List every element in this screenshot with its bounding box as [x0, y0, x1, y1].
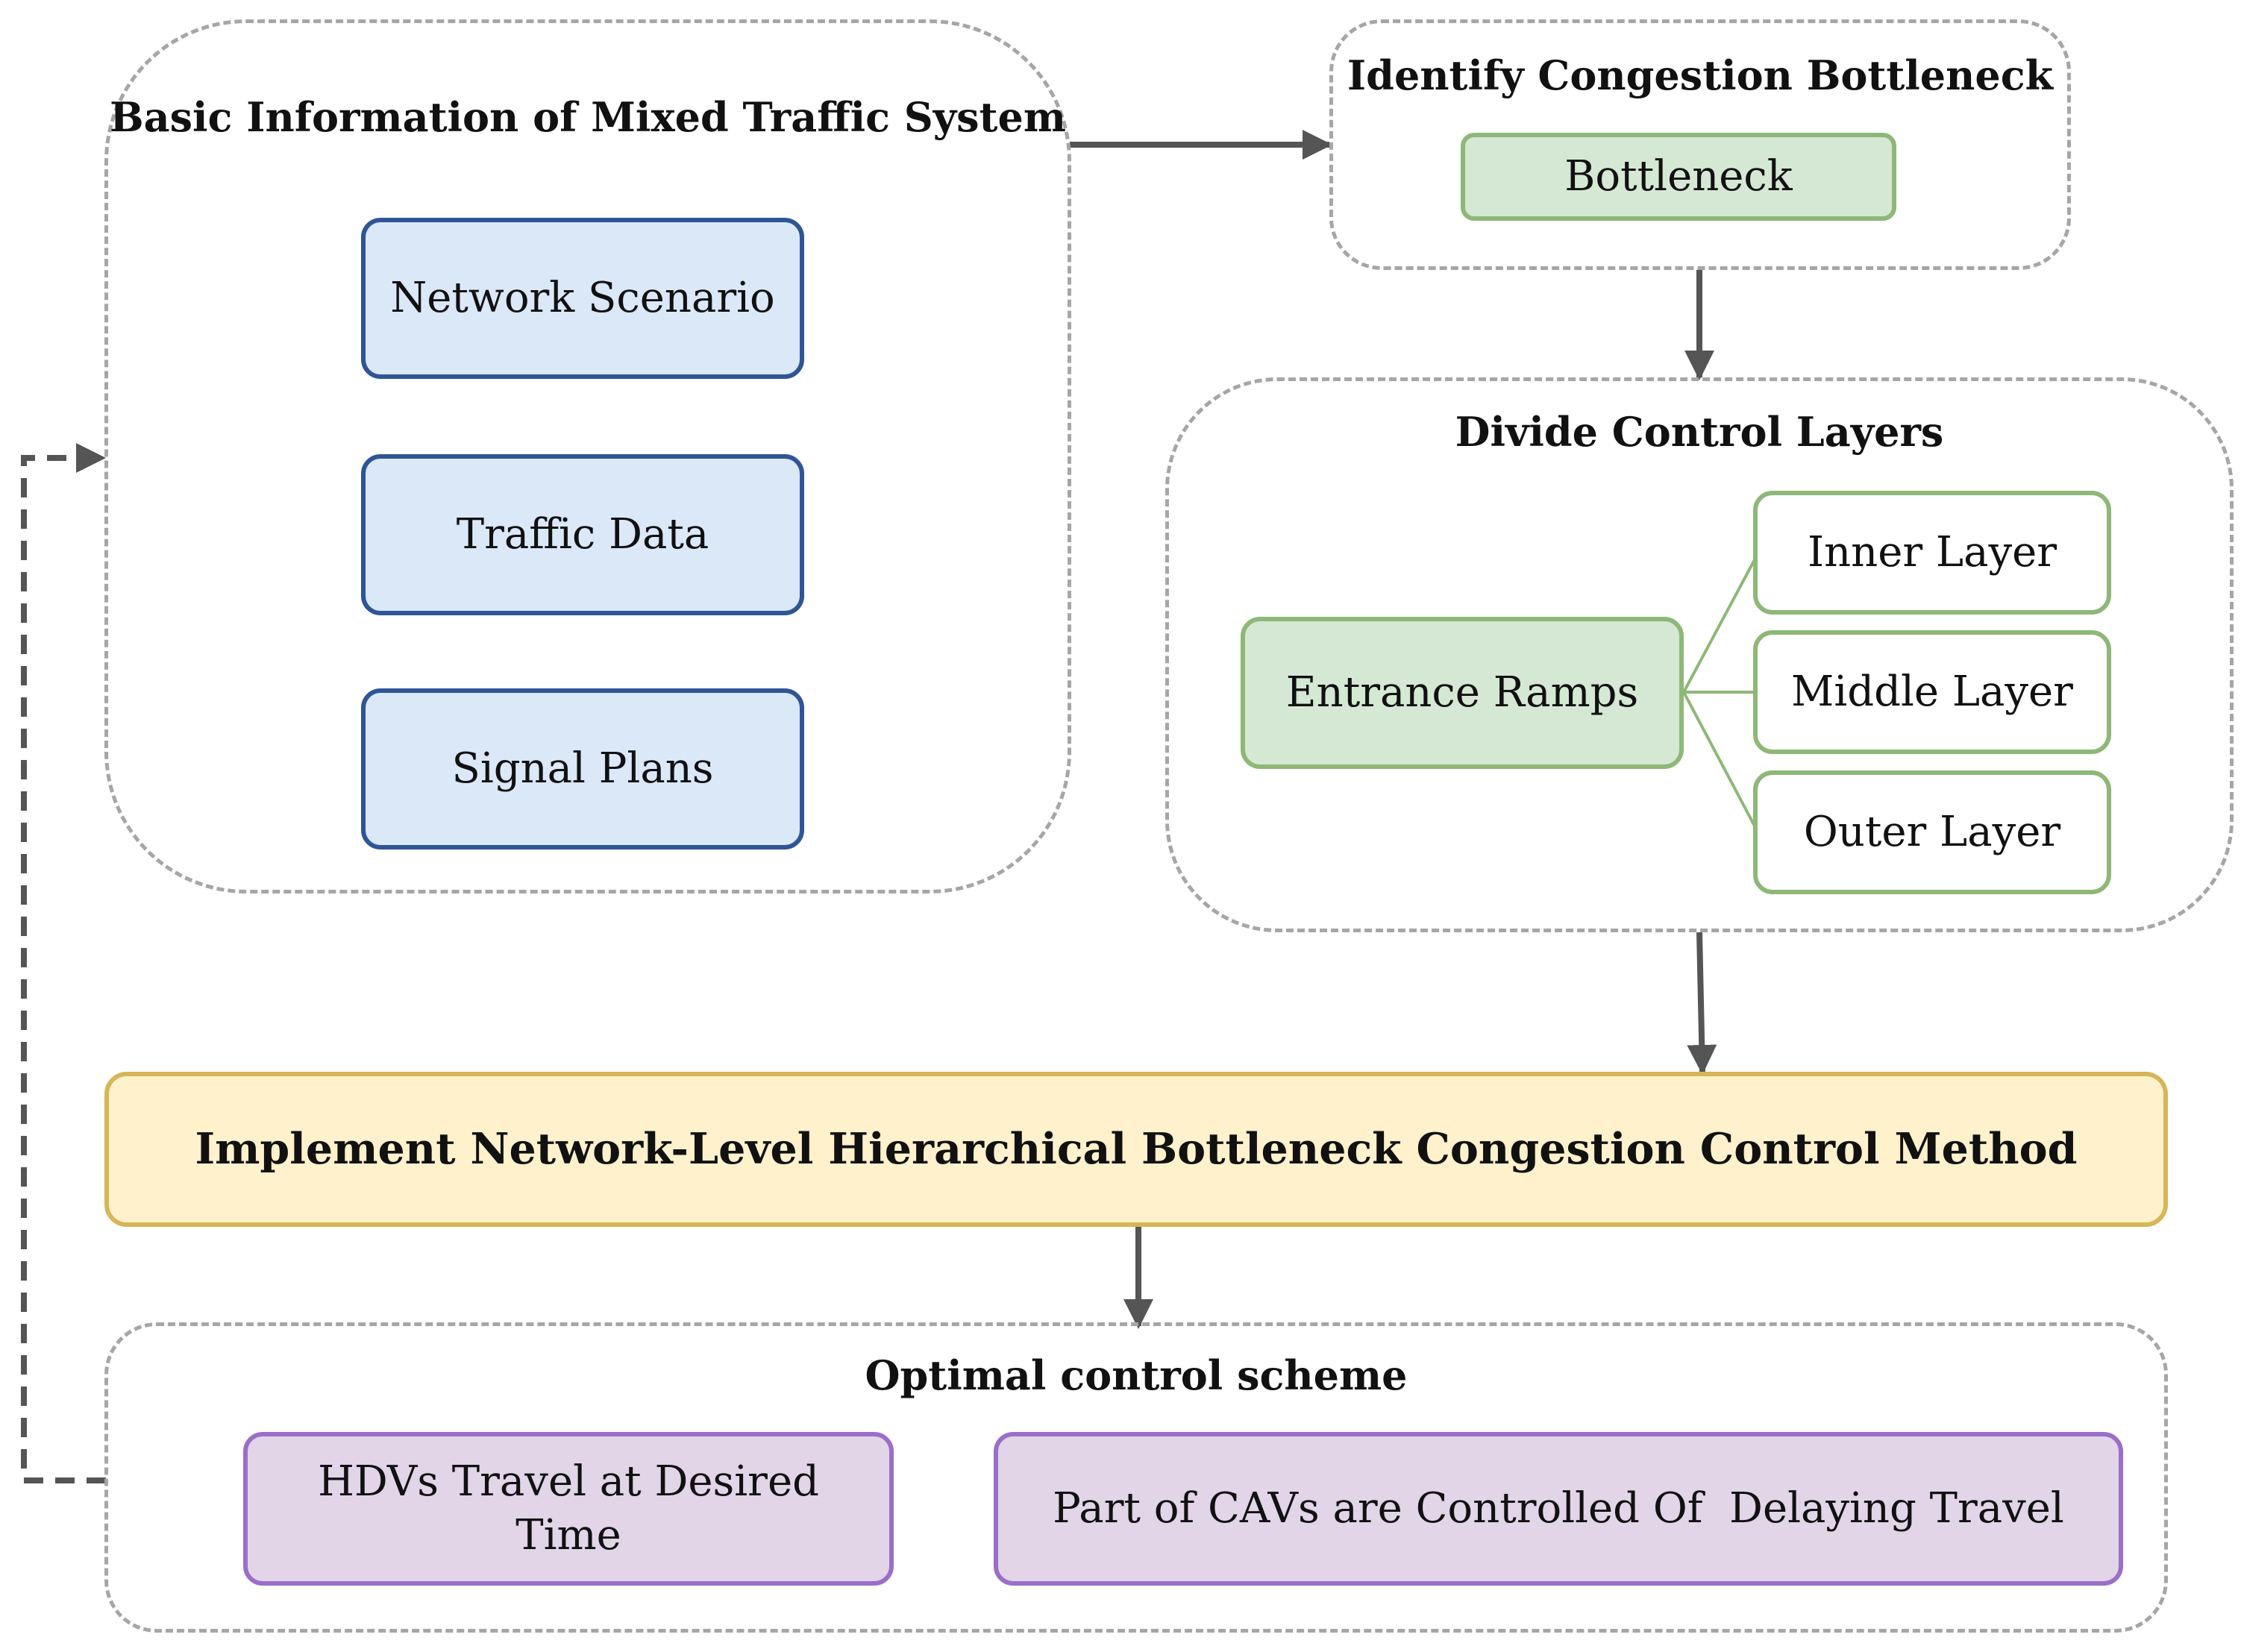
entrance-ramps-node: Entrance Ramps: [1241, 617, 1684, 769]
basic-info-title: Basic Information of Mixed Traffic Syste…: [110, 93, 1066, 141]
traffic-data-node: Traffic Data: [361, 454, 804, 615]
network-scenario-node: Network Scenario: [361, 218, 804, 379]
branch-inner-layer: [1682, 553, 1759, 693]
inner-layer-node: Inner Layer: [1753, 491, 2111, 615]
feedback-loop-arrow: [21, 443, 106, 1483]
identify-bottleneck-group: Identify Congestion Bottleneck: [1329, 19, 2071, 270]
identify-bottleneck-title: Identify Congestion Bottleneck: [1347, 51, 2054, 99]
basic-info-group: Basic Information of Mixed Traffic Syste…: [104, 19, 1071, 893]
cav-delay-node: Part of CAVs are Controlled Of Delaying …: [994, 1432, 2123, 1586]
signal-plans-node: Signal Plans: [361, 688, 804, 849]
outer-layer-node: Outer Layer: [1753, 770, 2111, 894]
optimal-scheme-group: Optimal control scheme: [104, 1322, 2168, 1633]
hdv-travel-node: HDVs Travel at Desired Time: [243, 1432, 894, 1586]
bottleneck-node: Bottleneck: [1461, 133, 1896, 221]
implement-method-node: Implement Network-Level Hierarchical Bot…: [104, 1072, 2168, 1227]
divide-layers-title: Divide Control Layers: [1455, 408, 1944, 456]
middle-layer-node: Middle Layer: [1753, 630, 2111, 754]
branch-outer-layer: [1682, 691, 1759, 832]
optimal-scheme-title: Optimal control scheme: [865, 1351, 1408, 1399]
arrow-divide-to-implement: [1687, 932, 1717, 1075]
divide-layers-group: Divide Control Layers: [1165, 377, 2234, 932]
